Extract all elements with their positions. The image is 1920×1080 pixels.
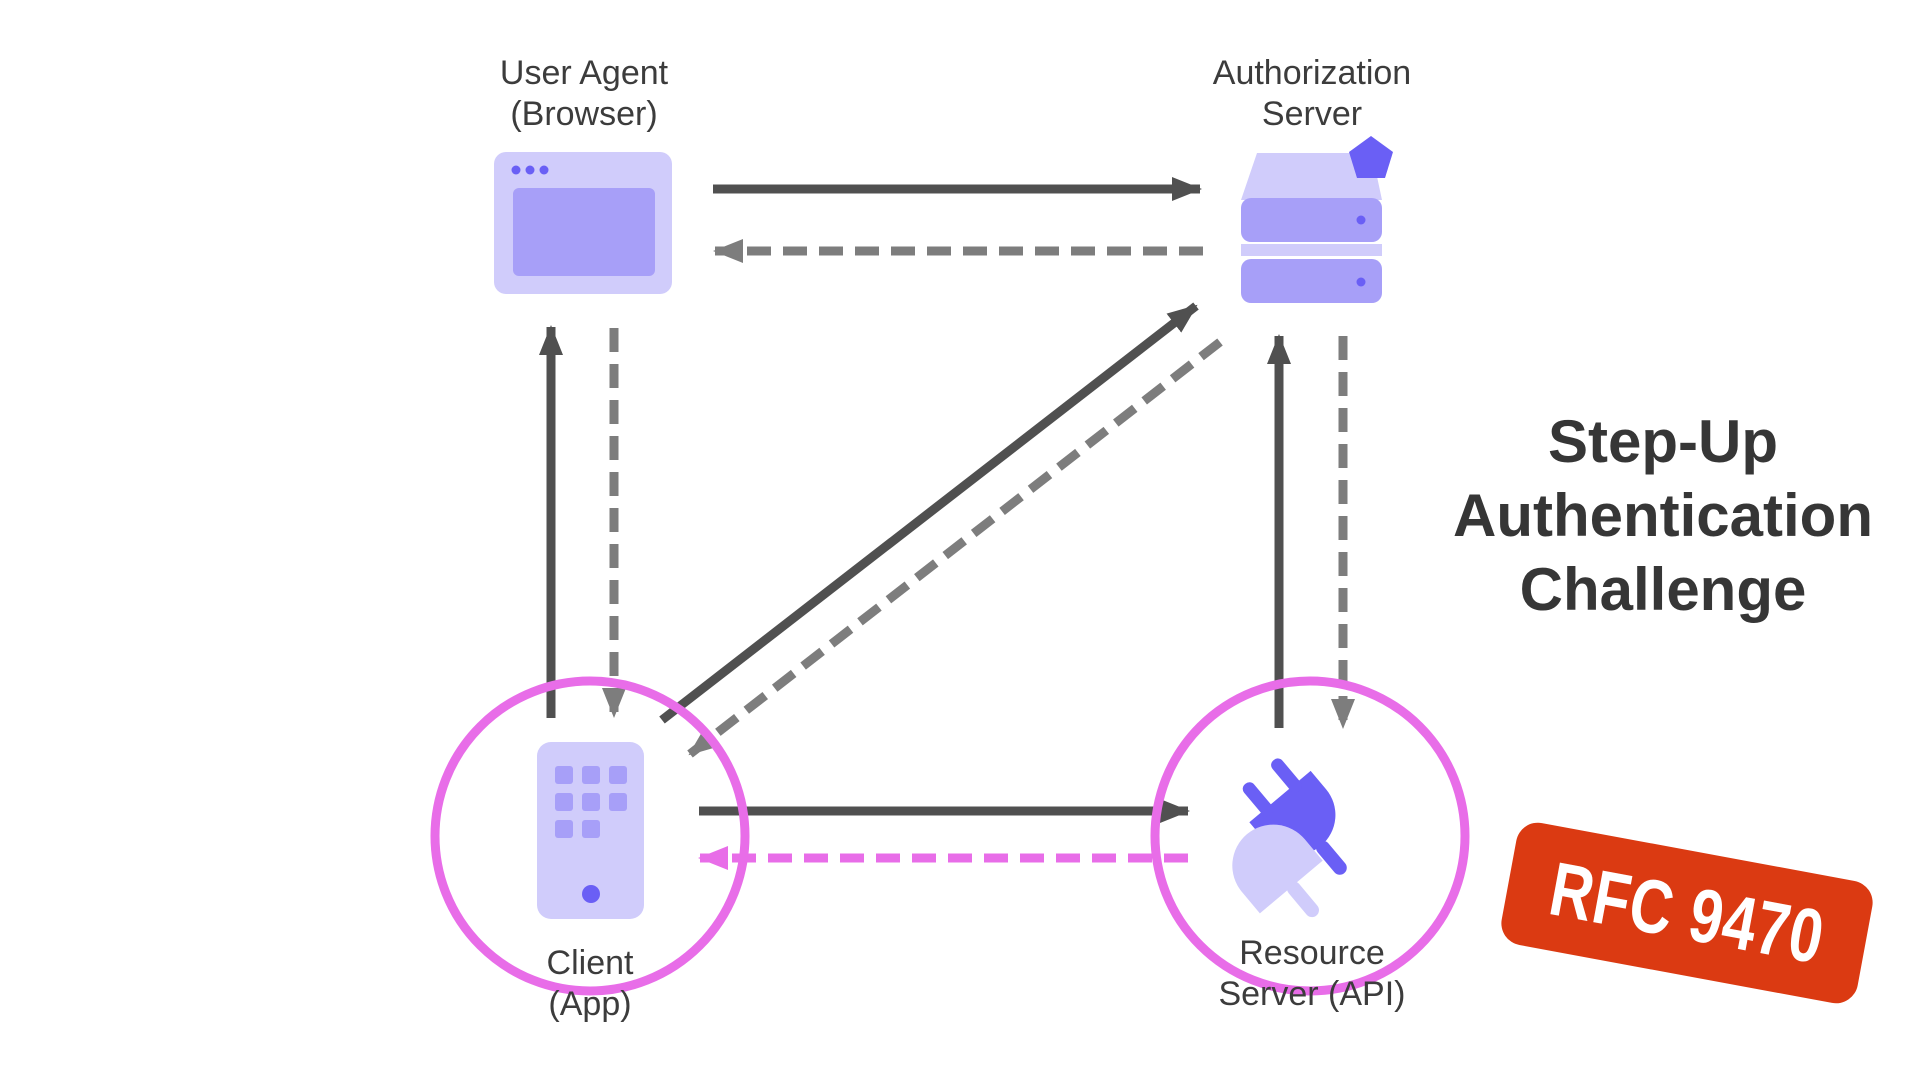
resource-server-label: Resource Server (API) <box>1187 933 1437 1015</box>
plug-connector-icon <box>1232 758 1347 918</box>
arrow-client-to-authz <box>659 302 1199 724</box>
client-label: Client (App) <box>490 943 690 1025</box>
client-label-line2: (App) <box>548 985 632 1023</box>
authorization-server-label-line2: Server <box>1261 95 1363 133</box>
server-stack-icon <box>1241 136 1393 303</box>
client-highlight-ring <box>430 676 750 996</box>
resource-server-label-line1: Resource <box>1239 934 1385 972</box>
user-agent-label-line2: (Browser) <box>510 95 658 133</box>
title-line2: Authentication <box>1453 482 1873 549</box>
pentagon-badge-icon <box>1349 136 1393 178</box>
title-line3: Challenge <box>1519 556 1807 623</box>
user-agent-label-line1: User Agent <box>499 54 669 92</box>
browser-window-icon <box>494 152 672 294</box>
authorization-server-label-line1: Authorization <box>1212 54 1412 92</box>
resource-server-label-line2: Server (API) <box>1218 975 1406 1013</box>
arrow-authz-to-client <box>687 338 1223 758</box>
title-line1: Step-Up <box>1548 408 1778 475</box>
authorization-server-label: Authorization Server <box>1172 53 1452 135</box>
mobile-phone-icon <box>537 742 644 919</box>
user-agent-label: User Agent (Browser) <box>459 53 709 135</box>
client-label-line1: Client <box>546 944 634 982</box>
diagram-title: Step-Up Authentication Challenge <box>1418 405 1908 627</box>
resource-highlight-ring <box>1150 676 1470 996</box>
